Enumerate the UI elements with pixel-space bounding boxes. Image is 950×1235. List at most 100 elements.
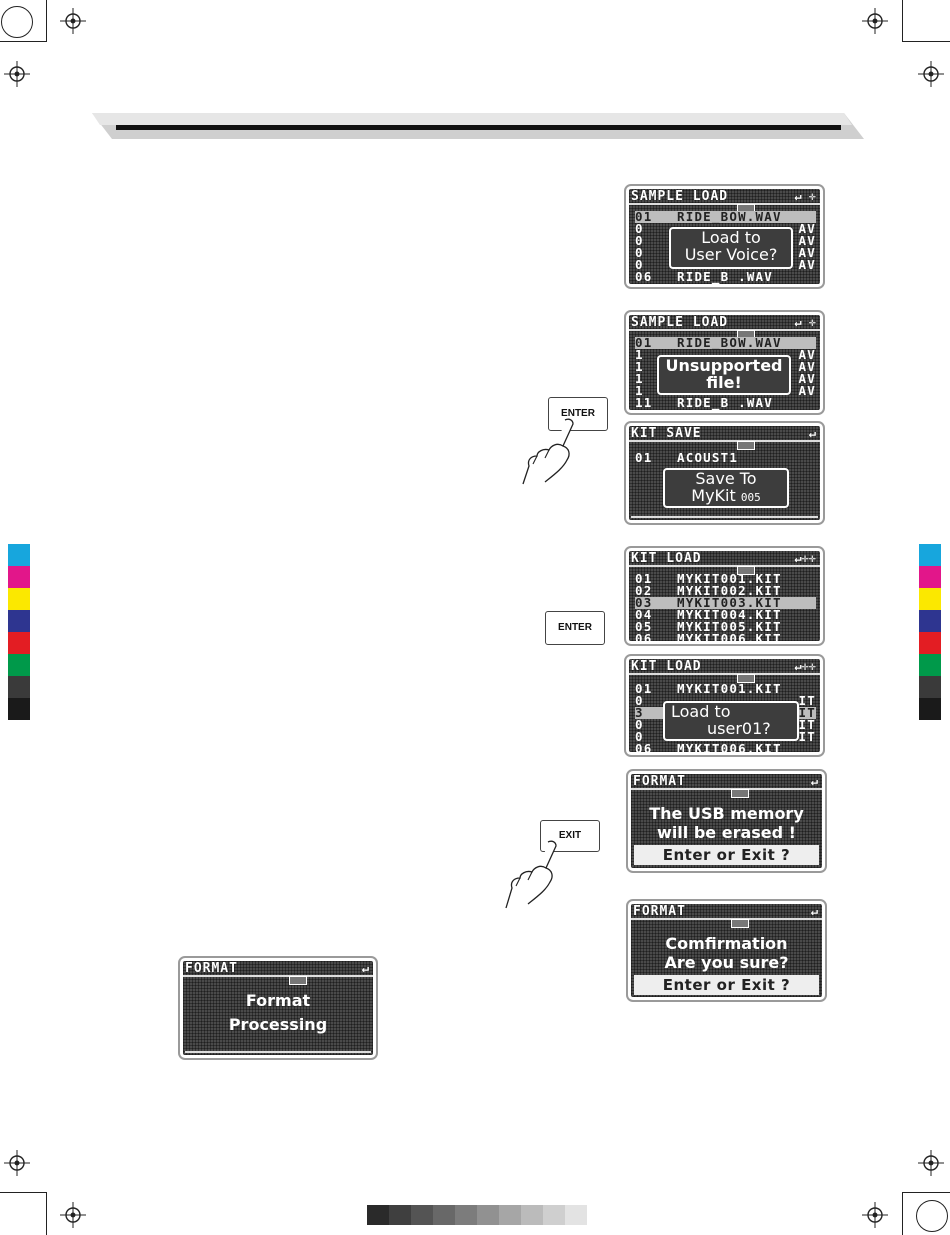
color-swatch	[8, 610, 30, 632]
crop-circle-bottom-right	[916, 1200, 948, 1232]
crop-line	[903, 1192, 950, 1193]
gray-swatch	[499, 1205, 521, 1225]
color-swatch	[8, 632, 30, 654]
color-calibration-bar-left	[8, 544, 30, 720]
registration-mark-icon	[4, 61, 30, 87]
crop-circle-top-left	[1, 6, 33, 38]
color-swatch	[919, 698, 941, 720]
crop-line	[902, 0, 903, 42]
enter-arrow-icon: ↵ ✛	[794, 315, 816, 329]
dialog-line: Unsupported	[665, 356, 783, 375]
gray-swatch	[455, 1205, 477, 1225]
message-line: Are you sure?	[664, 953, 789, 972]
crop-line	[903, 41, 950, 42]
message-line: Processing	[228, 1015, 328, 1034]
enter-button[interactable]: ENTER	[548, 397, 608, 431]
gray-swatch	[521, 1205, 543, 1225]
usb-storage-icon	[731, 789, 749, 798]
crop-line	[0, 41, 46, 42]
gray-swatch	[543, 1205, 565, 1225]
lcd-title: KIT SAVE	[631, 426, 702, 441]
lcd-title-bar	[629, 315, 820, 331]
enter-or-exit-prompt: Enter or Exit ?	[634, 845, 819, 865]
dialog-line: file!	[706, 373, 742, 392]
usb-storage-icon	[737, 566, 755, 575]
lcd-title-bar	[629, 426, 820, 442]
lcd-title-bar	[631, 904, 822, 920]
lcd-title: FORMAT	[633, 904, 686, 919]
error-dialog: Unsupported file!	[657, 355, 791, 395]
lcd-title-bar	[629, 189, 820, 205]
enter-arrow-icon: ↵	[808, 426, 816, 440]
usb-storage-icon	[737, 674, 755, 683]
enter-arrow-icon: ↵	[810, 904, 818, 918]
registration-mark-icon	[4, 1150, 30, 1176]
color-swatch	[919, 632, 941, 654]
dialog-line: Load to	[671, 702, 731, 721]
gray-swatch	[565, 1205, 587, 1225]
gray-swatch	[433, 1205, 455, 1225]
enter-arrow-icon: ↵	[361, 961, 369, 975]
color-swatch	[919, 610, 941, 632]
dialog-line: user01?	[707, 719, 771, 738]
pressing-hand-icon	[522, 418, 574, 485]
lcd-display: FORMAT ↵ Format Processing	[183, 961, 373, 1055]
crop-line	[902, 1192, 903, 1235]
color-swatch	[919, 588, 941, 610]
color-swatch	[8, 588, 30, 610]
gray-swatch	[389, 1205, 411, 1225]
registration-mark-icon	[862, 1202, 888, 1228]
color-swatch	[919, 676, 941, 698]
gray-swatch	[477, 1205, 499, 1225]
lcd-title: SAMPLE LOAD	[631, 315, 729, 330]
lcd-title-bar	[183, 961, 373, 977]
enter-or-exit-prompt: Enter or Exit ?	[634, 975, 819, 995]
crop-line	[0, 1192, 46, 1193]
lcd-display: FORMAT ↵ The USB memory will be erased !…	[631, 774, 822, 868]
enter-button[interactable]: ENTER	[545, 611, 605, 645]
message-line: will be erased !	[657, 823, 796, 842]
usb-storage-icon	[731, 919, 749, 928]
dialog-line: Save To	[695, 469, 757, 488]
lcd-bottom-line	[631, 516, 818, 518]
registration-mark-icon	[862, 8, 888, 34]
dialog-line: MyKit 005	[691, 486, 761, 505]
color-swatch	[919, 654, 941, 676]
lcd-title: KIT LOAD	[631, 551, 702, 566]
message-line: Format	[245, 991, 311, 1010]
lcd-title: SAMPLE LOAD	[631, 189, 729, 204]
enter-arrow-icon: ↵	[810, 774, 818, 788]
save-dialog: Save To MyKit 005	[663, 468, 789, 508]
pressing-hand-icon	[505, 840, 557, 909]
crop-line	[46, 1192, 47, 1235]
usb-storage-icon	[289, 976, 307, 985]
color-swatch	[919, 544, 941, 566]
confirm-dialog: Load to user01?	[663, 701, 799, 741]
message-line: The USB memory	[649, 804, 804, 823]
